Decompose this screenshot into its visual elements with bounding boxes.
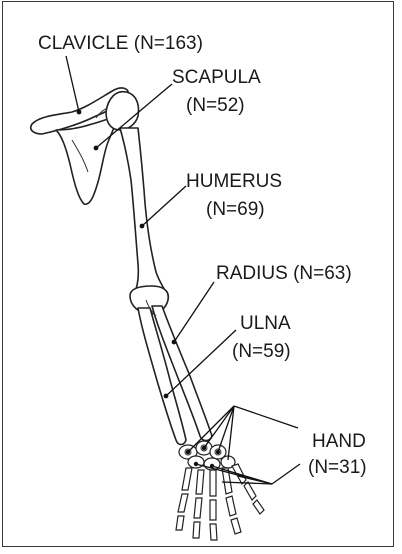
ulna-name: ULNA bbox=[240, 314, 291, 333]
clavicle-leader bbox=[66, 56, 79, 112]
ulna-count: (N=59) bbox=[232, 342, 291, 361]
scapula-name: SCAPULA bbox=[172, 68, 261, 87]
phalanges bbox=[176, 482, 264, 540]
clavicle-leader-dot bbox=[77, 110, 82, 115]
humeral-head bbox=[106, 92, 139, 130]
carpal-bones bbox=[179, 441, 235, 470]
clavicle-label: CLAVICLE (N=163) bbox=[38, 34, 203, 53]
radius-name: RADIUS bbox=[216, 263, 288, 284]
radius-leader bbox=[174, 282, 214, 342]
radius-count: (N=63) bbox=[293, 263, 352, 284]
humerus-count: (N=69) bbox=[206, 200, 265, 219]
humerus-leader-dot bbox=[140, 224, 145, 229]
scapula-leader-dot bbox=[94, 146, 99, 151]
humerus-name: HUMERUS bbox=[186, 172, 282, 191]
clavicle-count: (N=163) bbox=[134, 33, 203, 54]
humerus-bone bbox=[120, 128, 168, 303]
ulna-leader-dot bbox=[164, 394, 169, 399]
scapula-count: (N=52) bbox=[186, 96, 245, 115]
hand-count: (N=31) bbox=[308, 458, 367, 477]
humerus-leader bbox=[142, 186, 186, 226]
hand-name: HAND bbox=[312, 432, 366, 451]
radius-leader-dot bbox=[172, 340, 177, 345]
scapula-bone bbox=[56, 116, 118, 204]
clavicle-name: CLAVICLE bbox=[38, 33, 128, 54]
radius-label: RADIUS (N=63) bbox=[216, 264, 352, 283]
